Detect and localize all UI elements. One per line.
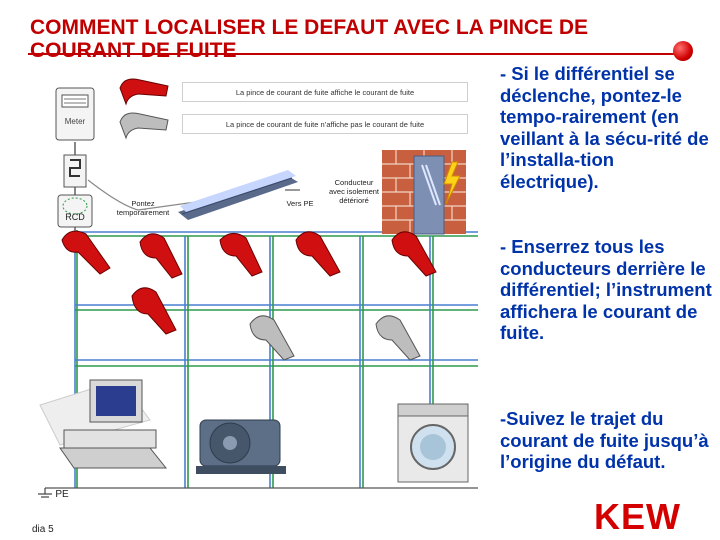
legend-leak-not-shown: La pince de courant de fuite n’affiche p… bbox=[182, 114, 468, 134]
clamp-meter bbox=[295, 231, 341, 277]
motor-icon bbox=[196, 419, 286, 474]
bullet-bypass-rcd: - Si le différentiel se déclenche, ponte… bbox=[500, 63, 709, 192]
page-title: COMMENT LOCALISER LE DEFAUT AVEC LA PINC… bbox=[30, 16, 589, 62]
damaged-conductor-label: Conducteur avec isolement détérioré bbox=[328, 178, 380, 205]
bullet-clamp-conductors: - Enserrez tous les conducteurs derrière… bbox=[500, 236, 712, 343]
clamp-meter bbox=[249, 315, 295, 361]
clamp-meter bbox=[131, 287, 177, 335]
ground-icon bbox=[38, 488, 52, 498]
to-pe-label: Vers PE bbox=[286, 199, 314, 208]
clamp-meter bbox=[219, 233, 263, 277]
kew-logo: KEW bbox=[594, 496, 681, 537]
breaker-icon bbox=[63, 154, 87, 188]
legend-leak-shown: La pince de courant de fuite affiche le … bbox=[182, 82, 468, 102]
rcd-icon bbox=[57, 194, 93, 228]
computer-icon bbox=[59, 379, 168, 469]
clamp-meter bbox=[375, 315, 421, 361]
clamp-meter bbox=[61, 230, 111, 275]
slide-number: dia 5 bbox=[32, 524, 54, 535]
clamp-meter bbox=[391, 231, 437, 277]
clamp-meter bbox=[139, 233, 183, 279]
bypass-label: Pontez temporairement bbox=[116, 199, 170, 217]
meter-icon bbox=[55, 87, 95, 141]
clamp-meter-legend-2 bbox=[119, 112, 169, 140]
pe-label: PE bbox=[55, 489, 69, 500]
title-underline bbox=[28, 53, 678, 55]
washing-machine-icon bbox=[397, 403, 469, 483]
lamp-icon bbox=[178, 170, 298, 220]
spark-icon bbox=[443, 161, 461, 205]
red-dot-icon bbox=[673, 41, 693, 61]
meter-label: Meter bbox=[64, 117, 86, 126]
bullet-follow-leak: -Suivez le trajet du courant de fuite ju… bbox=[500, 408, 709, 472]
clamp-meters bbox=[61, 78, 437, 361]
brick-wall-icon bbox=[382, 150, 466, 235]
rcd-label: RCD bbox=[65, 212, 85, 222]
clamp-meter-legend-1 bbox=[119, 78, 169, 106]
